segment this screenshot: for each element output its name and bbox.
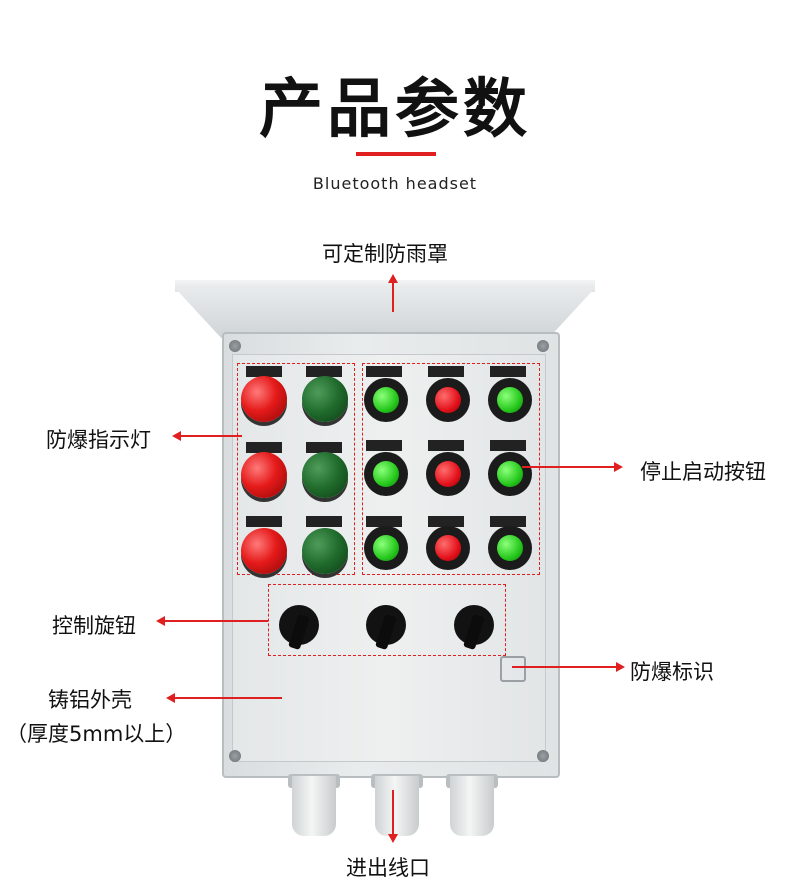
screw-icon xyxy=(537,750,549,762)
green-start-button xyxy=(373,535,399,561)
red-indicator-lamp xyxy=(241,376,287,422)
nameplate xyxy=(428,366,464,377)
callout-line xyxy=(512,666,618,668)
nameplate xyxy=(366,440,402,451)
screw-icon xyxy=(229,750,241,762)
callout-cable-entry: 进出线口 xyxy=(346,856,430,880)
callout-indicator-lights: 防爆指示灯 xyxy=(46,428,151,452)
green-indicator-lamp xyxy=(302,452,348,498)
nameplate xyxy=(246,366,282,377)
green-start-button xyxy=(373,387,399,413)
nameplate xyxy=(490,440,526,451)
nameplate xyxy=(306,442,342,453)
callout-line xyxy=(164,620,268,622)
switch-plate xyxy=(450,590,498,599)
nameplate xyxy=(306,516,342,527)
callout-housing-thickness: （厚度5mm以上） xyxy=(6,722,187,746)
green-indicator-lamp xyxy=(302,528,348,574)
callout-rain-cover: 可定制防雨罩 xyxy=(322,242,448,266)
arrow-down-icon xyxy=(388,834,398,843)
nameplate xyxy=(366,366,402,377)
switch-plate xyxy=(275,590,323,599)
explosion-proof-mark-icon xyxy=(500,656,526,682)
callout-rotary-switch: 控制旋钮 xyxy=(52,614,136,638)
callout-explosion-mark: 防爆标识 xyxy=(630,660,714,684)
green-indicator-lamp xyxy=(302,376,348,422)
arrow-left-icon xyxy=(166,693,175,703)
screw-icon xyxy=(537,340,549,352)
arrow-left-icon xyxy=(156,616,165,626)
callout-stop-start-buttons: 停止启动按钮 xyxy=(640,460,766,484)
callout-housing: 铸铝外壳 xyxy=(48,688,132,712)
page-subtitle: Bluetooth headset xyxy=(312,174,478,193)
nameplate xyxy=(428,440,464,451)
red-stop-button xyxy=(435,535,461,561)
nameplate xyxy=(428,516,464,527)
arrow-right-icon xyxy=(614,462,623,472)
nameplate xyxy=(246,516,282,527)
indicator-lights-group xyxy=(237,363,355,575)
cable-gland xyxy=(292,776,336,836)
nameplate xyxy=(490,366,526,377)
rotary-switch-group xyxy=(268,584,506,656)
push-buttons-group xyxy=(362,363,540,575)
callout-line xyxy=(392,282,394,312)
green-start-button xyxy=(497,535,523,561)
cable-gland xyxy=(375,776,419,836)
arrow-up-icon xyxy=(388,274,398,283)
title-underline xyxy=(356,152,436,156)
nameplate xyxy=(490,516,526,527)
green-start-button xyxy=(497,461,523,487)
green-start-button xyxy=(373,461,399,487)
green-start-button xyxy=(497,387,523,413)
arrow-left-icon xyxy=(172,431,181,441)
cable-gland xyxy=(450,776,494,836)
red-stop-button xyxy=(435,387,461,413)
page-title: 产品参数 xyxy=(259,73,531,147)
callout-line xyxy=(180,435,242,437)
rain-cover xyxy=(175,288,595,338)
callout-line xyxy=(522,466,616,468)
red-stop-button xyxy=(435,461,461,487)
nameplate xyxy=(306,366,342,377)
red-indicator-lamp xyxy=(241,528,287,574)
callout-line xyxy=(174,697,282,699)
screw-icon xyxy=(229,340,241,352)
callout-line xyxy=(392,790,394,836)
arrow-right-icon xyxy=(616,662,625,672)
red-indicator-lamp xyxy=(241,452,287,498)
nameplate xyxy=(366,516,402,527)
nameplate xyxy=(246,442,282,453)
switch-plate xyxy=(362,590,410,599)
